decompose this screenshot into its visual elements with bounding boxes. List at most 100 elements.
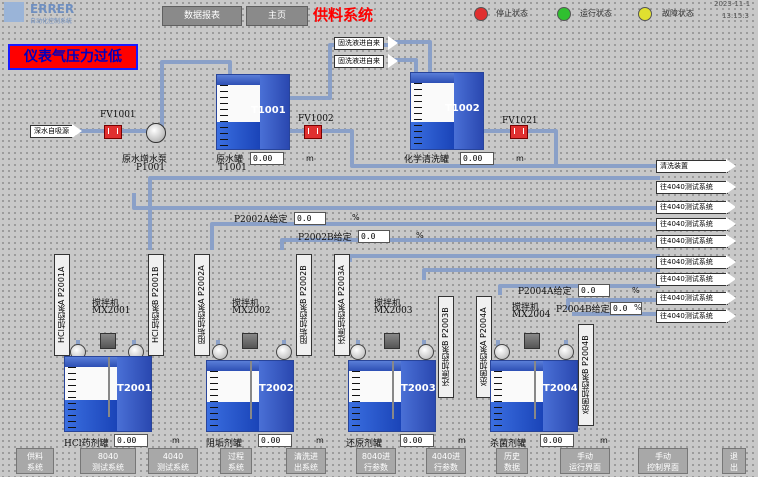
nav-clean-io-line1: 清洗进 — [294, 452, 318, 461]
p2002a-pump-icon[interactable] — [212, 344, 228, 360]
p1001-pump-icon[interactable] — [146, 123, 166, 143]
fv1001-valve-icon[interactable] — [104, 125, 122, 139]
t2004-level-unit: m — [600, 436, 608, 445]
p2002a-setpoint-label: P2002A给定 — [234, 215, 288, 225]
mx2004-motor-icon[interactable] — [524, 333, 540, 349]
destination-8: 往4040测试系统 — [656, 310, 728, 323]
t2004-label: 杀菌剂罐 — [490, 439, 527, 449]
t1001-level-unit: m — [306, 154, 314, 163]
t1001-label: 原水罐 — [216, 155, 244, 165]
p2002b-pump-icon[interactable] — [276, 344, 292, 360]
nav-4040-params[interactable]: 4040进 行参数 — [426, 448, 466, 474]
clean-source-1: 固洗液进自来 — [334, 37, 384, 50]
t2002-name: T2002 — [259, 383, 294, 394]
p2002b-setpoint-value[interactable]: 0.0 — [358, 230, 390, 243]
destination-7: 往4040测试系统 — [656, 292, 728, 305]
destination-7-arrow-icon — [726, 291, 736, 305]
destination-0: 清洗装置 — [656, 160, 728, 173]
nav-4040-test[interactable]: 4040 测试系统 — [148, 448, 198, 474]
t1002-tank[interactable]: T1002 — [410, 72, 484, 150]
p2002a-setpoint-value[interactable]: 0.0 — [294, 212, 326, 225]
fv1021-valve-icon[interactable] — [510, 125, 528, 139]
fv1002-valve-icon[interactable] — [304, 125, 322, 139]
p2003a-label: 还原加药泵A P2003A — [334, 254, 350, 356]
report-button[interactable]: 数据报表 — [162, 6, 242, 26]
fault-status-icon — [638, 7, 652, 21]
p2004a-setpoint-value[interactable]: 0.0 — [578, 284, 610, 297]
home-button[interactable]: 主页 — [246, 6, 308, 26]
p2001a-label: HCl加药泵A P2001A — [54, 254, 70, 356]
mx2002-tag: MX2002 — [232, 306, 271, 316]
mx2001-motor-icon[interactable] — [100, 333, 116, 349]
p2004a-pump-icon[interactable] — [494, 344, 510, 360]
destination-6: 往4040测试系统 — [656, 273, 728, 286]
t1001-level-value: 0.00 — [250, 152, 284, 165]
mx2004-tag: MX2004 — [512, 310, 551, 320]
nav-manual-control-line2: 控制界面 — [647, 463, 679, 472]
t1002-level-unit: m — [516, 154, 524, 163]
p2004a-setpoint-unit: % — [632, 286, 640, 295]
nav-4040-params-line1: 4040进 — [431, 452, 461, 461]
destination-8-arrow-icon — [726, 309, 736, 323]
nav-manual-control[interactable]: 手动 控制界面 — [638, 448, 688, 474]
nav-history[interactable]: 历史 数据 — [496, 448, 528, 474]
nav-manual-run[interactable]: 手动 运行界面 — [560, 448, 610, 474]
p2003b-label: 还原加药泵B P2003B — [438, 296, 454, 398]
p2004b-pump-icon[interactable] — [558, 344, 574, 360]
t2003-name: T2003 — [401, 383, 436, 394]
nav-8040-params[interactable]: 8040进 行参数 — [356, 448, 396, 474]
clean-source-2-arrow-icon — [388, 54, 398, 68]
t1001-tag: T1001 — [218, 163, 247, 173]
nav-exit-line1: 退 — [730, 452, 738, 461]
p2002a-label: 阻垢加药泵A P2002A — [194, 254, 210, 356]
nav-8040-params-line1: 8040进 — [361, 452, 391, 461]
t1002-level-value: 0.00 — [460, 152, 494, 165]
t2001-tank[interactable]: T2001 — [64, 356, 152, 432]
nav-8040-test-line1: 8040 — [97, 452, 119, 461]
destination-6-arrow-icon — [726, 272, 736, 286]
t2001-level-value: 0.00 — [114, 434, 148, 447]
p2001b-label: HCl加药泵B P2001B — [148, 254, 164, 356]
t2004-tank[interactable]: T2004 — [490, 360, 578, 432]
t1001-name: T1001 — [251, 105, 286, 116]
nav-supply-system[interactable]: 供料 系统 — [16, 448, 54, 474]
nav-history-line1: 历史 — [504, 452, 520, 461]
mx2001-label: 搅拌机 — [92, 299, 120, 309]
p2003b-pump-icon[interactable] — [418, 344, 434, 360]
p2004b-setpoint-label: P2004B给定 — [556, 305, 610, 315]
mx2002-motor-icon[interactable] — [242, 333, 258, 349]
t2002-tank[interactable]: T2002 — [206, 360, 294, 432]
nav-manual-control-line1: 手动 — [655, 452, 671, 461]
nav-exit[interactable]: 退 出 — [722, 448, 746, 474]
mx2003-motor-icon[interactable] — [384, 333, 400, 349]
fv1021-label: FV1021 — [502, 116, 538, 126]
company-logo: ERRER 自动化控制系统 — [4, 2, 154, 25]
clean-source-2: 固洗液进自来 — [334, 55, 384, 68]
t2003-level-value: 0.00 — [400, 434, 434, 447]
fv1001-label: FV1001 — [100, 110, 136, 120]
logo-mark-icon — [4, 2, 24, 22]
nav-process-system[interactable]: 过程 系统 — [220, 448, 252, 474]
nav-8040-test[interactable]: 8040 测试系统 — [80, 448, 136, 474]
time-display: 13:15:3 — [722, 12, 749, 20]
t2004-level-value: 0.00 — [540, 434, 574, 447]
nav-clean-io[interactable]: 清洗进 出系统 — [286, 448, 326, 474]
destination-2-arrow-icon — [726, 200, 736, 214]
destination-3-arrow-icon — [726, 217, 736, 231]
p2002b-label: 阻垢加药泵B P2002B — [296, 254, 312, 356]
t2003-label: 还原剂罐 — [346, 439, 383, 449]
p2003a-pump-icon[interactable] — [350, 344, 366, 360]
t2003-tank[interactable]: T2003 — [348, 360, 436, 432]
t2002-label: 阻垢剂罐 — [206, 439, 243, 449]
p2004b-setpoint-value[interactable]: 0.0 — [610, 302, 642, 315]
stop-status-label: 停止状态 — [496, 9, 528, 18]
deep-water-source: 深水自吸源 — [30, 125, 73, 138]
pressure-alarm-banner: 仪表气压力过低 — [8, 44, 138, 70]
t2002-level-value: 0.00 — [258, 434, 292, 447]
nav-process-system-line2: 系统 — [228, 463, 244, 472]
clean-source-1-arrow-icon — [388, 36, 398, 50]
destination-1: 往4040测试系统 — [656, 181, 728, 194]
p2002b-setpoint-label: P2002B给定 — [298, 233, 352, 243]
mx2002-label: 搅拌机 — [232, 299, 260, 309]
t1001-tank[interactable]: T1001 — [216, 74, 290, 150]
